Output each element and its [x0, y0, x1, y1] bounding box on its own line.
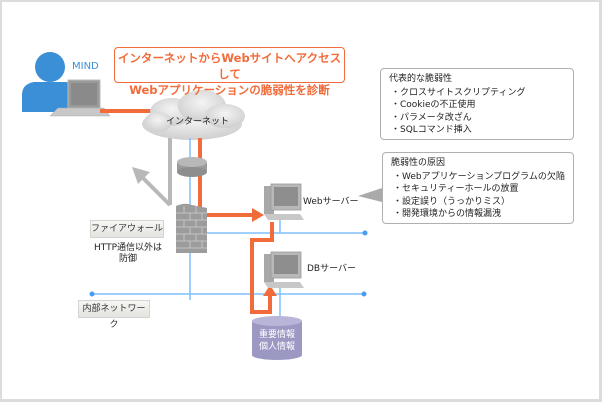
typical-vulnerabilities-box: 代表的な脆弱性 ・クロスサイトスクリプティング ・Cookieの不正使用 ・パラ…	[380, 68, 574, 140]
internet-cloud-icon	[142, 90, 245, 140]
callout-pointer-icon	[358, 188, 382, 202]
attack-arrow-web-icon	[252, 208, 264, 222]
list-item: ・設定誤り（うっかりミス）	[393, 196, 511, 207]
list-item: ・SQLコマンド挿入	[391, 125, 472, 135]
title-line-1: インターネットからWebサイトへアクセスして	[117, 51, 342, 81]
list-item: ・クロスサイトスクリプティング	[391, 87, 526, 98]
db-server-label: DBサーバー	[307, 264, 357, 274]
firewall-note-line-1: HTTP通信以外は	[93, 243, 163, 253]
database-label-line-1: 重要情報	[258, 330, 295, 340]
firewall-note: HTTP通信以外は 防御	[90, 243, 166, 265]
laptop-icon	[49, 79, 111, 117]
web-server-label: Webサーバー	[303, 197, 359, 207]
list-item: ・パラメータ改ざん	[391, 112, 472, 123]
attack-path-to-web-server	[198, 138, 255, 217]
internet-label: インターネット	[166, 117, 230, 127]
list-item: ・Webアプリケーションプログラムの欠陥	[393, 171, 565, 182]
title-line-2: Webアプリケーションの脆弱性を診断	[129, 83, 330, 97]
router-icon	[177, 157, 207, 177]
database-icon	[252, 316, 302, 360]
blocked-path-arrow-shaft	[138, 173, 172, 207]
firewall-note-line-2: 防御	[118, 254, 137, 264]
attack-arrow-db-icon	[263, 285, 277, 296]
web-server-icon	[264, 183, 304, 220]
blocked-arrow-icon	[132, 167, 150, 184]
vulnerability-causes-heading: 脆弱性の原因	[391, 158, 446, 168]
typical-vulnerabilities-heading: 代表的な脆弱性	[389, 74, 453, 84]
internal-network-label: 内部ネットワーク	[78, 300, 150, 330]
diagram-title-box: インターネットからWebサイトへアクセスして Webアプリケーションの脆弱性を診…	[114, 47, 345, 97]
vulnerability-causes-box: 脆弱性の原因 ・Webアプリケーションプログラムの欠陥 ・セキュリティーホールの…	[382, 152, 574, 224]
attack-path-to-db	[250, 222, 274, 314]
network-endpoint-dot	[89, 291, 95, 297]
list-item: ・Cookieの不正使用	[391, 100, 476, 110]
firewall-icon	[176, 203, 207, 253]
user-label: MIND	[72, 61, 99, 72]
network-endpoint-dot	[362, 230, 368, 236]
list-item: ・開発環境からの情報漏洩	[393, 209, 502, 219]
db-server-icon	[264, 251, 304, 288]
user-icon	[22, 52, 78, 112]
database-label: 重要情報 個人情報	[252, 329, 302, 353]
database-label-line-2: 個人情報	[258, 342, 295, 352]
network-endpoint-dot	[361, 291, 367, 297]
list-item: ・セキュリティーホールの放置	[393, 184, 519, 194]
firewall-label: ファイアウォール	[90, 220, 164, 238]
